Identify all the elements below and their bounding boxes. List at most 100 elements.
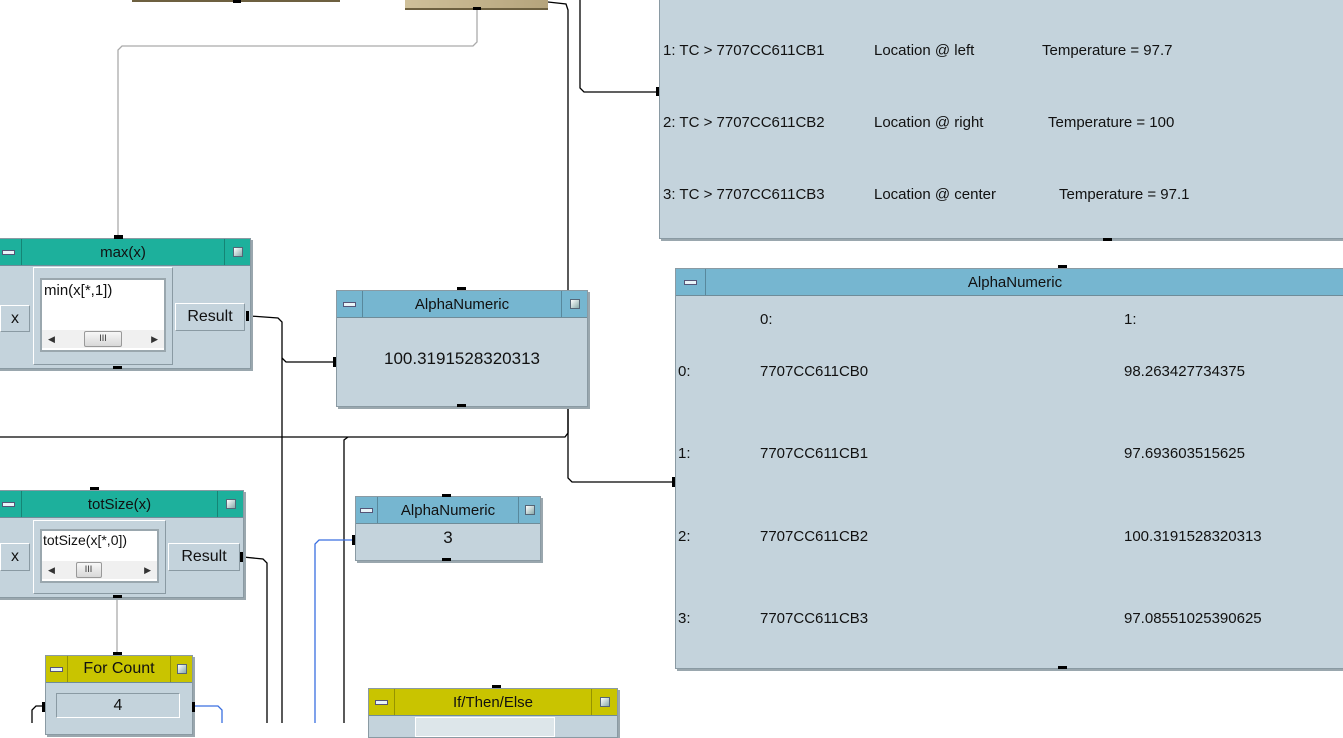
scroll-left-icon[interactable]: ◀ [48,564,55,575]
title-bar[interactable]: max(x) [0,239,250,266]
output-pin[interactable] [246,311,249,321]
output-pin[interactable] [113,366,122,369]
expression-text[interactable]: min(x[*,1]) [44,282,113,299]
square-icon [232,247,243,257]
wire [31,705,45,723]
square-icon [524,505,535,515]
row-id: 7707CC611CB0 [760,363,869,380]
formula-totsize[interactable]: totSize(x) x totSize(x[*,0]) ◀ III ▶ Res… [0,490,244,598]
minus-icon [2,249,15,255]
output-terminal-result[interactable]: Result [168,543,240,571]
wire [0,406,569,438]
expression-editor[interactable]: min(x[*,1]) ◀ III ▶ [40,278,166,352]
row-value: 97.08551025390625 [1124,610,1262,627]
formula-max[interactable]: max(x) x min(x[*,1]) ◀ III ▶ Result [0,238,251,369]
square-icon [599,697,610,707]
minus-icon [2,501,15,507]
maximize-button[interactable] [591,689,617,715]
input-pin[interactable] [457,287,466,290]
expression-editor[interactable]: totSize(x[*,0]) ◀ III ▶ [40,529,159,583]
output-pin[interactable] [113,595,122,598]
input-pin[interactable] [333,357,336,367]
maximize-button[interactable] [518,497,540,523]
title-bar[interactable]: If/Then/Else [369,689,617,716]
horizontal-scrollbar[interactable]: ◀ III ▶ [42,561,157,579]
row-value: 97.693603515625 [1124,445,1245,462]
output-pin[interactable] [192,702,195,712]
minimize-button[interactable] [46,656,68,682]
scroll-right-icon[interactable]: ▶ [151,333,158,344]
row-id: 7707CC611CB2 [760,528,869,545]
minimize-button[interactable] [337,291,363,317]
log-line: 1: TC > 7707CC611CB1 Location @ left Tem… [663,42,1173,59]
alphanumeric-count: AlphaNumeric 3 [355,496,541,561]
input-pin[interactable] [1058,265,1067,268]
minus-icon [684,279,697,285]
wire [579,0,659,93]
scroll-left-icon[interactable]: ◀ [48,333,55,344]
for-count-loop[interactable]: For Count 4 [45,655,193,735]
wire [547,1,569,290]
row-index: 1: [678,445,691,462]
minimize-button[interactable] [356,497,378,523]
row-index: 2: [678,528,691,545]
count-field[interactable]: 4 [56,693,180,718]
output-pin[interactable] [457,404,466,407]
input-terminal-x[interactable]: x [0,305,30,332]
title-bar[interactable]: totSize(x) [0,491,243,518]
input-pin[interactable] [113,652,122,655]
square-icon [176,664,187,674]
output-pin[interactable] [473,7,481,10]
title-bar[interactable]: AlphaNumeric [356,497,540,524]
title-bar[interactable]: AlphaNumeric [337,291,587,318]
maximize-button[interactable] [217,491,243,517]
output-pin[interactable] [1058,666,1067,669]
output-pin[interactable] [442,558,451,561]
input-pin[interactable] [656,87,659,96]
minimize-button[interactable] [0,491,22,517]
input-pin[interactable] [352,535,355,545]
input-pin[interactable] [442,494,451,497]
minimize-button[interactable] [369,689,395,715]
scroll-thumb[interactable]: III [75,562,102,578]
line-location: Location @ center [874,186,996,203]
input-pin[interactable] [672,477,675,487]
input-pin[interactable] [90,487,99,490]
wire [117,10,478,238]
output-pin[interactable] [233,0,241,3]
log-line: 3: TC > 7707CC611CB3 Location @ center T… [663,186,1190,203]
input-pin[interactable] [114,235,123,239]
input-terminal-x[interactable]: x [0,543,30,571]
object-title: AlphaNumeric [967,273,1063,291]
minimize-button[interactable] [676,269,706,295]
maximize-button[interactable] [224,239,250,265]
expression-text[interactable]: totSize(x[*,0]) [43,532,128,548]
scroll-right-icon[interactable]: ▶ [144,564,151,575]
maximize-button[interactable] [170,656,192,682]
condition-panel[interactable] [415,717,555,737]
horizontal-scrollbar[interactable]: ◀ III ▶ [42,330,164,348]
title-bar[interactable]: AlphaNumeric [676,269,1343,296]
line-index: 3: [663,186,676,203]
output-pin[interactable] [240,552,243,562]
minus-icon [375,699,388,705]
output-pin[interactable] [1103,238,1112,241]
minus-icon [343,301,356,307]
wires-layer [0,0,675,723]
object-title: For Count [83,660,155,677]
expression-panel: min(x[*,1]) ◀ III ▶ [33,267,173,365]
if-then-else[interactable]: If/Then/Else [368,688,618,738]
input-pin[interactable] [492,685,501,688]
row-index: 3: [678,610,691,627]
maximize-button[interactable] [561,291,587,317]
title-bar[interactable]: For Count [46,656,192,683]
scroll-thumb[interactable]: III [84,331,122,347]
line-tc: TC > 7707CC611CB3 [679,186,825,203]
minimize-button[interactable] [0,239,22,265]
line-temperature: Temperature = 100 [1048,114,1175,131]
alphanumeric-table: AlphaNumeric 0: 1: 0: 7707CC611CB0 98.26… [675,268,1343,669]
expression-panel: totSize(x[*,0]) ◀ III ▶ [33,520,166,594]
minus-icon [50,666,63,672]
input-pin[interactable] [42,702,45,712]
output-terminal-result[interactable]: Result [175,303,245,331]
